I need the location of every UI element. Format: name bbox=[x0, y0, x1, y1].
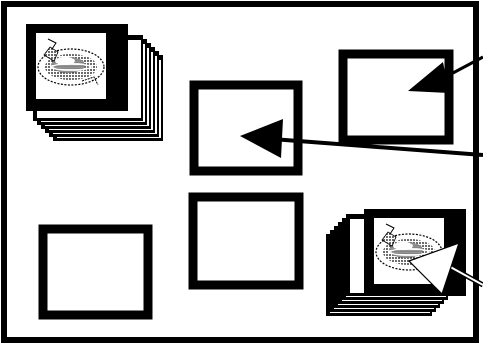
image-thumbnail-icon bbox=[36, 33, 106, 99]
empty-frame-bottom-left[interactable] bbox=[43, 229, 148, 315]
empty-frame-right-top[interactable] bbox=[343, 54, 449, 140]
empty-frame-center-bottom[interactable] bbox=[193, 197, 299, 285]
frame-stack-top-left[interactable] bbox=[26, 24, 163, 141]
